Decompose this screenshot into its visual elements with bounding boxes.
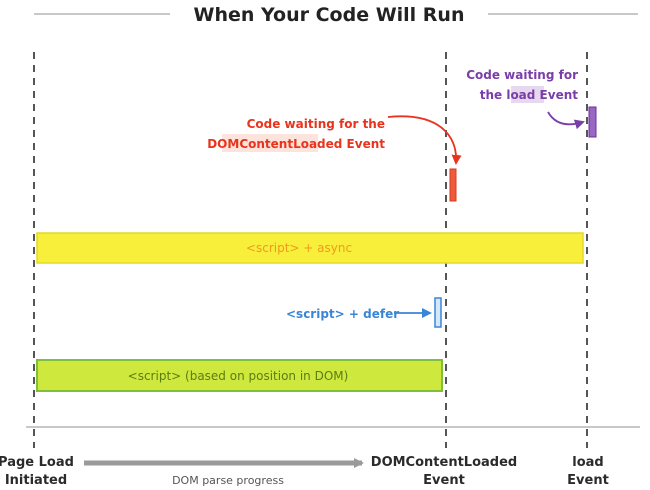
dcl-waiting-label-line1: Code waiting for the bbox=[247, 117, 385, 131]
load-waiting-marker bbox=[588, 106, 597, 138]
defer-label: <script> + defer bbox=[286, 307, 399, 321]
async-script-label: <script> + async bbox=[246, 241, 352, 255]
page-load-label-line1: Page Load bbox=[0, 455, 74, 470]
diagram-title: When Your Code Will Run bbox=[194, 4, 465, 26]
dcl-waiting-label-line2: DOMContentLoaded Event bbox=[207, 137, 385, 151]
defer-execution-marker bbox=[434, 297, 442, 328]
load-event-label-line2: Event bbox=[567, 473, 609, 488]
load-word-highlight bbox=[511, 86, 544, 103]
load-waiting-arrow bbox=[547, 111, 585, 130]
dcl-event-label-line1: DOMContentLoaded bbox=[371, 455, 517, 470]
async-script-bar bbox=[36, 232, 584, 264]
dcl-waiting-arrow bbox=[387, 115, 462, 165]
load-event-label-line1: load bbox=[572, 455, 603, 470]
dcl-waiting-highlight bbox=[222, 134, 318, 152]
dom-parse-progress-label: DOM parse progress bbox=[172, 474, 284, 487]
dcl-event-label-line2: Event bbox=[423, 473, 465, 488]
load-waiting-label-line1: Code waiting for bbox=[466, 68, 578, 82]
dcl-waiting-marker bbox=[449, 168, 457, 202]
position-script-bar bbox=[36, 359, 443, 392]
position-script-label: <script> (based on position in DOM) bbox=[128, 369, 349, 383]
load-waiting-label-line2: the load Event bbox=[480, 88, 579, 102]
page-load-label-line2: Initiated bbox=[5, 473, 67, 488]
